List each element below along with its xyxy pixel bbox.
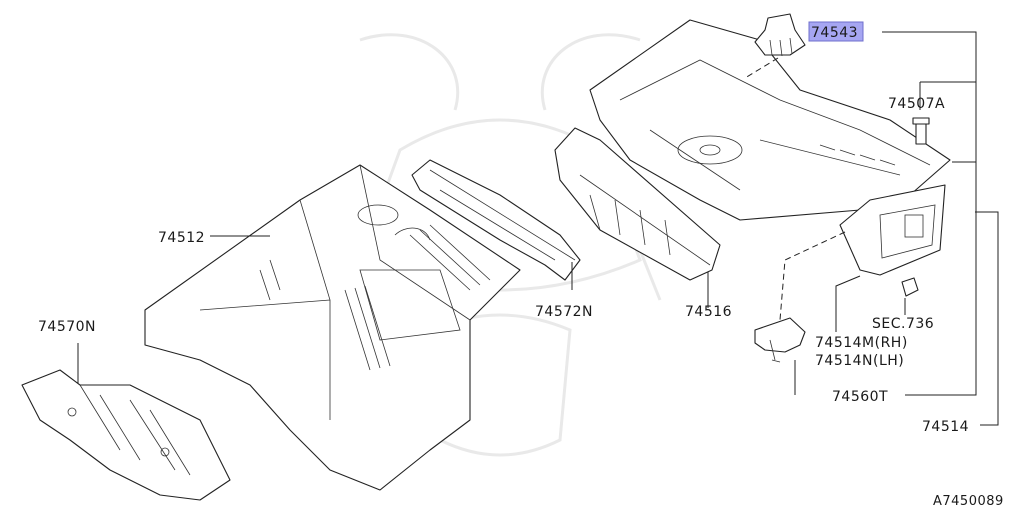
part-74543-cap[interactable] — [754, 13, 806, 57]
callout-74514[interactable]: 74514 — [922, 419, 969, 435]
part-74512-rear-floor-front[interactable] — [144, 164, 521, 491]
part-74570N-floor-extension[interactable] — [21, 369, 231, 501]
callout-74512[interactable]: 74512 — [158, 230, 205, 246]
leader-lines — [77, 31, 999, 426]
callout-74514N[interactable]: 74514N(LH) — [815, 353, 904, 369]
callout-74572N[interactable]: 74572N — [535, 304, 593, 320]
callout-sec736[interactable]: SEC.736 — [872, 316, 934, 332]
diagram-id: A7450089 — [933, 494, 1004, 509]
callout-74570N[interactable]: 74570N — [38, 319, 96, 335]
part-74560T-bracket[interactable] — [754, 317, 806, 363]
callout-74560T[interactable]: 74560T — [832, 389, 888, 405]
highlight-74543 — [808, 21, 864, 42]
part-sec736-grommet[interactable] — [901, 277, 919, 297]
guide-line-74543 — [744, 57, 779, 79]
part-74516-rear-panel[interactable] — [554, 127, 721, 281]
callout-74507A[interactable]: 74507A — [888, 96, 945, 112]
callout-74514M[interactable]: 74514M(RH) — [815, 335, 908, 351]
part-74514-side-panel[interactable] — [839, 184, 946, 276]
part-74507A-bolt[interactable] — [912, 117, 930, 145]
callout-74516[interactable]: 74516 — [685, 304, 732, 320]
guide-line-side-panel — [779, 231, 846, 321]
callout-74543[interactable]: 74543 — [811, 25, 858, 41]
